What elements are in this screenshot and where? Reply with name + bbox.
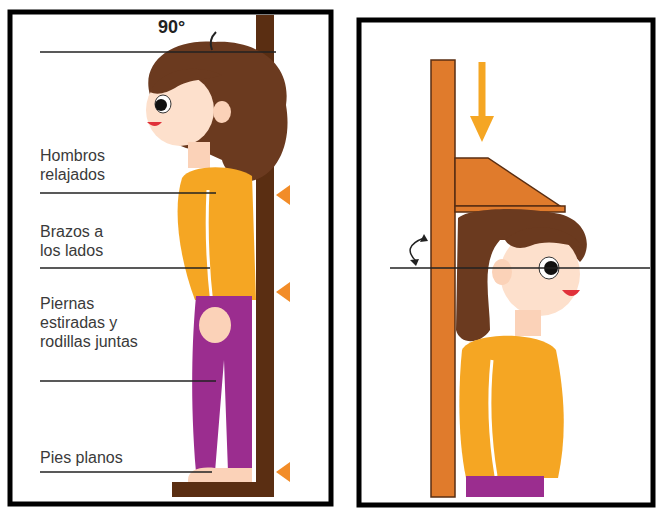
girl-figure xyxy=(146,42,288,482)
hair xyxy=(456,209,587,341)
leader-line xyxy=(40,267,210,269)
ear xyxy=(213,101,231,123)
arc-head xyxy=(410,259,419,266)
neck xyxy=(188,142,210,168)
angle-label: 90° xyxy=(158,18,218,37)
arm-line xyxy=(207,190,212,305)
pole-base xyxy=(172,482,274,497)
contact-marker xyxy=(276,185,290,205)
fringe xyxy=(505,227,584,248)
posture-label: Pies planos xyxy=(40,448,190,467)
hands xyxy=(199,307,231,343)
pupil xyxy=(155,99,167,111)
pants xyxy=(192,296,252,472)
panel-frame xyxy=(10,12,331,504)
ear xyxy=(492,259,512,285)
leader-line xyxy=(40,380,216,382)
posture-label: Piernas estiradas y rodillas juntas xyxy=(40,294,140,351)
mouth xyxy=(562,290,580,296)
shirt xyxy=(459,336,563,478)
mouth xyxy=(147,122,162,126)
neck xyxy=(515,310,541,336)
feet xyxy=(188,468,252,483)
girl-figure xyxy=(456,209,587,497)
posture-label: Brazos a los lados xyxy=(40,222,122,260)
shirt xyxy=(178,167,256,300)
down-arrow-head xyxy=(470,116,494,142)
pants xyxy=(466,476,544,497)
measuring-pole xyxy=(431,60,455,497)
leader-line xyxy=(40,51,276,53)
angle-arc xyxy=(211,32,216,50)
contact-marker xyxy=(276,282,290,302)
contact-marker xyxy=(276,462,290,482)
fringe xyxy=(150,69,222,94)
posture-label: Hombros relajados xyxy=(40,146,140,184)
frankfort-line xyxy=(390,267,650,269)
down-arrow xyxy=(479,62,486,118)
leader-line xyxy=(40,192,216,194)
leader-line xyxy=(40,471,212,473)
eye xyxy=(155,95,171,113)
arm-line xyxy=(490,360,496,476)
arc-head xyxy=(420,234,428,242)
headboard xyxy=(455,158,560,206)
panel-frame xyxy=(359,20,653,505)
